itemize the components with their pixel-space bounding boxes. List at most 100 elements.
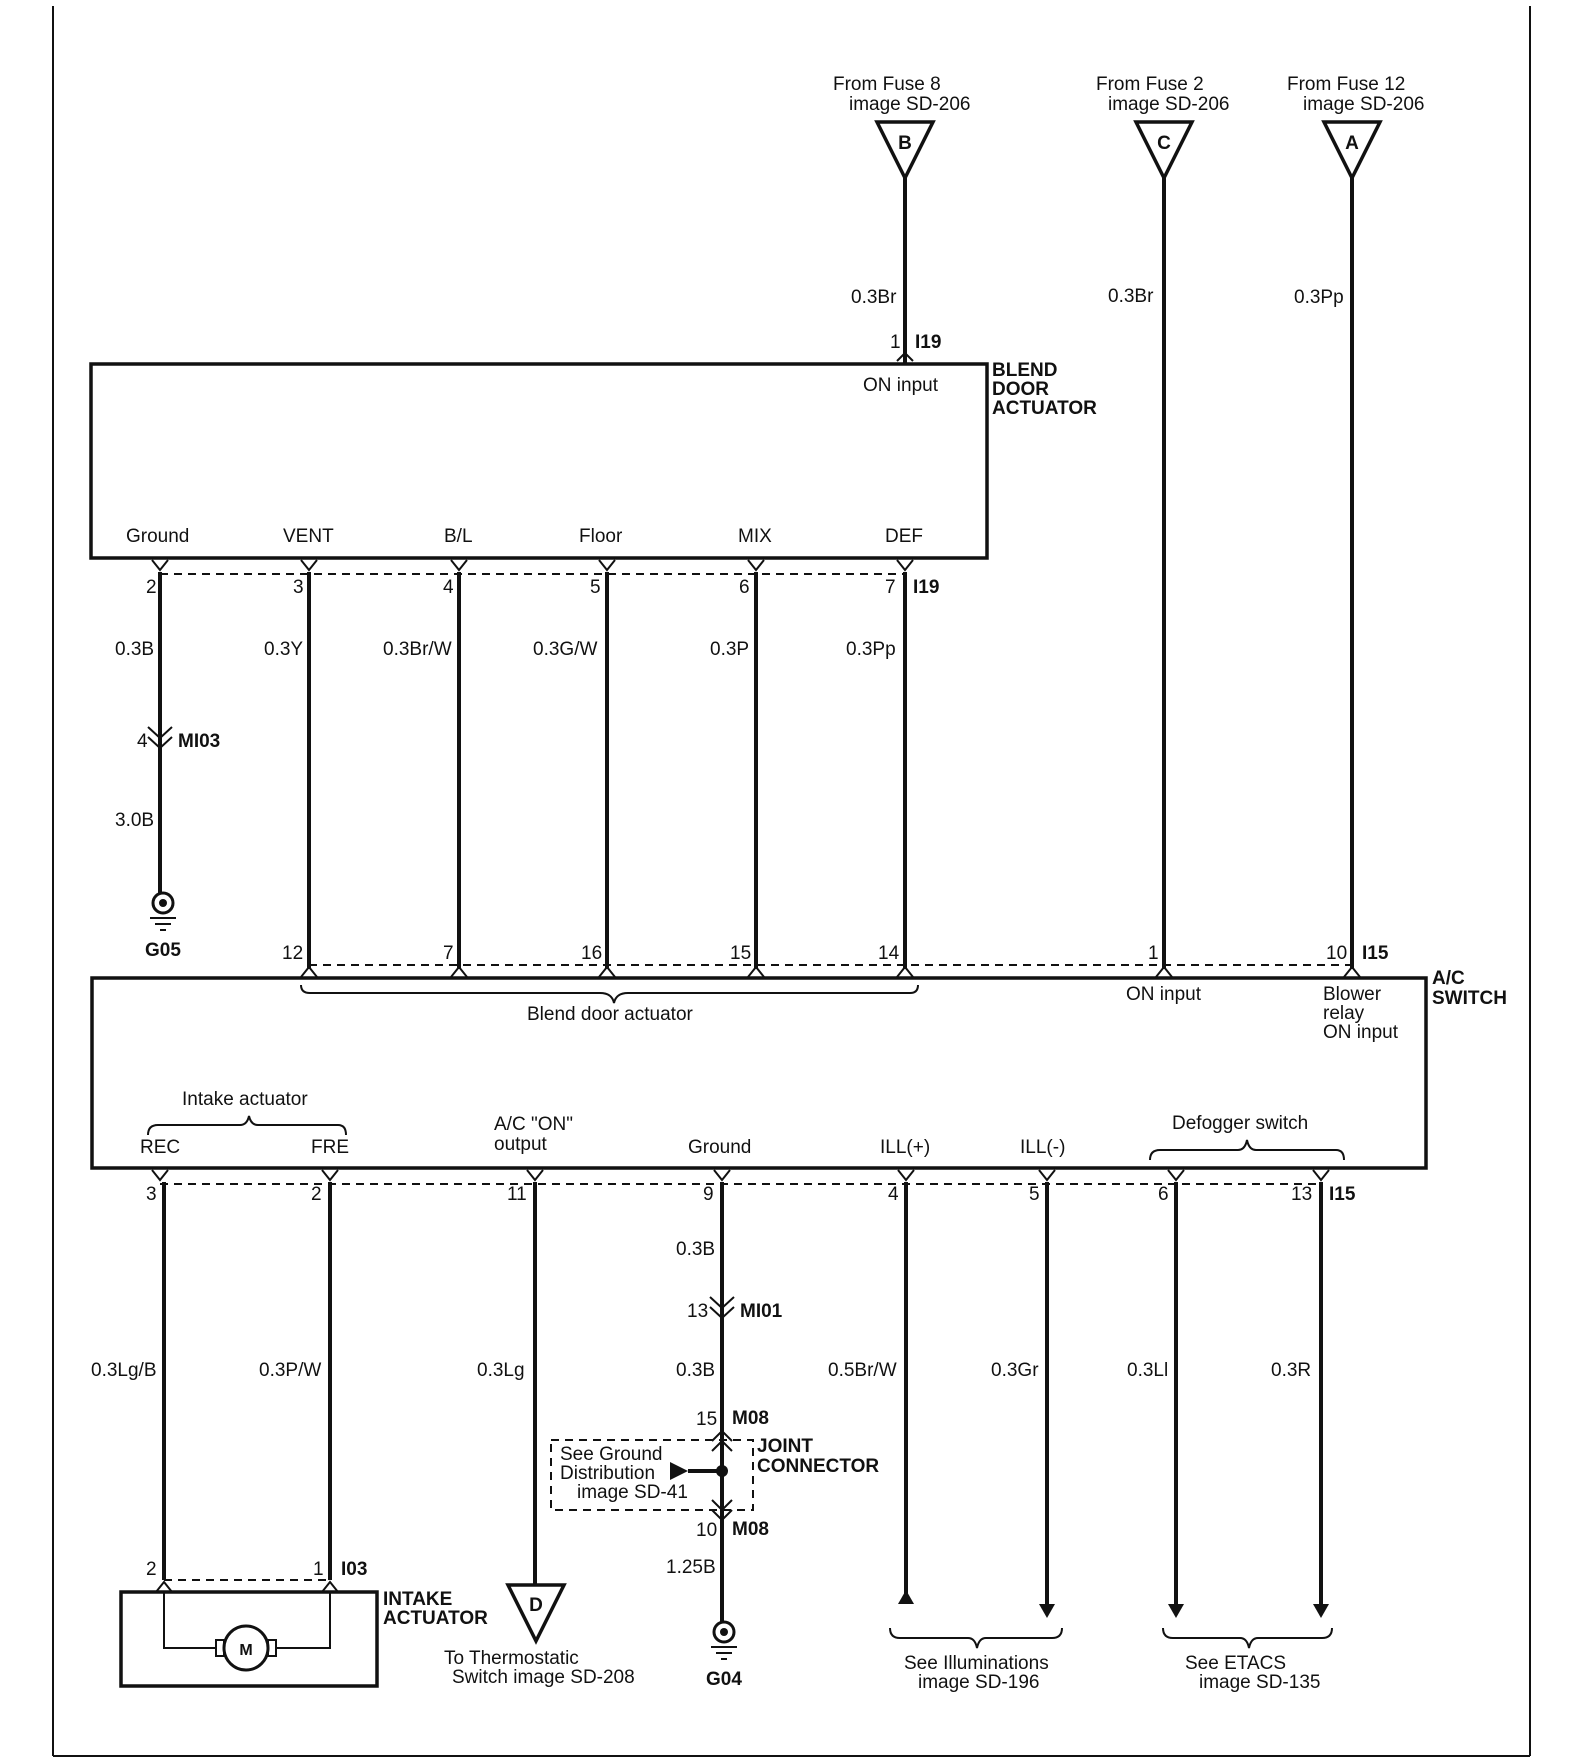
ac-pin-7-number: 7 bbox=[443, 943, 454, 964]
blend-group-label: Blend door actuator bbox=[527, 1004, 694, 1025]
illuminations-brace bbox=[889, 1627, 1063, 1649]
intake-group-label: Intake actuator bbox=[182, 1089, 308, 1110]
connector-d-label: D bbox=[529, 1595, 543, 1616]
mi01-connector-marker-2 bbox=[709, 1306, 735, 1320]
blend-pin-vent-label: VENT bbox=[283, 526, 334, 547]
wire-label-ill-minus: 0.3Gr bbox=[991, 1360, 1039, 1381]
thermostatic-label-2: Switch image SD-208 bbox=[452, 1667, 635, 1688]
blend-door-name-2: DOOR bbox=[992, 379, 1049, 400]
mi01-connector-marker bbox=[709, 1296, 735, 1310]
fuse-8-source: From Fuse 8 image SD-206 B bbox=[833, 74, 970, 182]
see-ground-label-2: Distribution bbox=[560, 1463, 655, 1484]
ac-pin-11-number: 11 bbox=[507, 1184, 527, 1205]
blend-pin-ground-label: Ground bbox=[126, 526, 189, 547]
mi03-connector-marker-2 bbox=[147, 736, 173, 750]
m08-top-pin-number: 15 bbox=[696, 1409, 717, 1430]
ill-minus-arrow-icon bbox=[1039, 1604, 1055, 1618]
intake-pin-1-number: 1 bbox=[313, 1559, 324, 1580]
ground-g04-icon bbox=[711, 1620, 737, 1660]
ac-pin-9-number: 9 bbox=[703, 1184, 714, 1205]
m08-bottom-pin-number: 10 bbox=[696, 1520, 717, 1541]
ground-distribution-arrow bbox=[670, 1462, 688, 1480]
connector-c-triangle bbox=[1133, 120, 1195, 182]
mi03-connector-label: MI03 bbox=[178, 731, 220, 752]
ac-pin-13-number: 13 bbox=[1291, 1184, 1312, 1205]
m08-top-label: M08 bbox=[732, 1408, 769, 1429]
m08-bottom-label: M08 bbox=[732, 1519, 769, 1540]
illuminations-label-1: See Illuminations bbox=[904, 1653, 1049, 1674]
ac-pin-16-number: 16 bbox=[581, 943, 602, 964]
ac-bottom-pin-markers bbox=[151, 1169, 1330, 1182]
blend-pin-7-number: 7 bbox=[885, 577, 896, 598]
motor-lead-right bbox=[276, 1592, 331, 1649]
blend-on-pin-marker bbox=[896, 351, 914, 362]
mi01-pin-number: 13 bbox=[687, 1301, 708, 1322]
wire-label-g04: 1.25B bbox=[666, 1557, 716, 1578]
etacs-label-1: See ETACS bbox=[1185, 1653, 1286, 1674]
wire-label-fuse12: 0.3Pp bbox=[1294, 287, 1344, 308]
ac-pin-12-number: 12 bbox=[282, 943, 303, 964]
blower-label-3: ON input bbox=[1323, 1022, 1399, 1043]
ac-switch-name-2: SWITCH bbox=[1432, 988, 1507, 1009]
blend-door-name-1: BLEND bbox=[992, 360, 1057, 381]
joint-label-1: JOINT bbox=[757, 1436, 813, 1457]
ac-on-output-label-1: A/C "ON" bbox=[494, 1114, 573, 1135]
ac-on-output-label-2: output bbox=[494, 1134, 548, 1155]
ill-plus-arrow-icon bbox=[898, 1590, 914, 1604]
wire-label-mix: 0.3P bbox=[710, 639, 749, 660]
m08-bottom-marker-2 bbox=[711, 1509, 733, 1522]
blend-pin-markers bbox=[151, 559, 914, 572]
ac-pin-2-number: 2 bbox=[311, 1184, 322, 1205]
m08-bottom-marker bbox=[711, 1499, 733, 1512]
blend-pin-floor-label: Floor bbox=[579, 526, 623, 547]
ac-rec-label: REC bbox=[140, 1137, 180, 1158]
thermostatic-label-1: To Thermostatic bbox=[444, 1648, 579, 1669]
blend-door-actuator-box bbox=[89, 362, 989, 560]
wire-label-fre: 0.3P/W bbox=[259, 1360, 321, 1381]
motor-lead-left bbox=[163, 1592, 216, 1649]
ac-pin-15-number: 15 bbox=[730, 943, 751, 964]
blend-pin-mix-label: MIX bbox=[738, 526, 772, 547]
blower-label-1: Blower bbox=[1323, 984, 1382, 1005]
ac-fre-label: FRE bbox=[311, 1137, 349, 1158]
ac-switch-name-1: A/C bbox=[1432, 968, 1465, 989]
fuse-12-source: From Fuse 12 image SD-206 A bbox=[1287, 74, 1424, 182]
blend-pin-4-number: 4 bbox=[443, 577, 454, 598]
etacs-label-2: image SD-135 bbox=[1199, 1672, 1320, 1693]
m08-top-marker bbox=[711, 1429, 733, 1442]
illuminations-label-2: image SD-196 bbox=[918, 1672, 1039, 1693]
blend-group-brace bbox=[300, 984, 919, 1004]
motor-icon bbox=[215, 1624, 277, 1672]
wire-label-blend-ground: 0.3B bbox=[115, 639, 154, 660]
ac-ill-minus-label: ILL(-) bbox=[1020, 1137, 1065, 1158]
blend-on-pin-number: 1 bbox=[890, 332, 901, 353]
blend-pin-6-number: 6 bbox=[739, 577, 750, 598]
intake-actuator-name-1: INTAKE bbox=[383, 1589, 452, 1610]
ac-pin-10-number: 10 bbox=[1326, 943, 1347, 964]
wire-label-def: 0.3Pp bbox=[846, 639, 896, 660]
connector-b-triangle bbox=[874, 120, 936, 182]
motor-label: M bbox=[239, 1642, 252, 1659]
connector-a-label: A bbox=[1345, 133, 1359, 154]
blend-on-input-label: ON input bbox=[863, 375, 939, 396]
see-ground-label-3: image SD-41 bbox=[577, 1482, 688, 1503]
defogger-group-brace bbox=[1149, 1139, 1345, 1161]
wire-label-mi01-m08: 0.3B bbox=[676, 1360, 715, 1381]
mi01-connector-label: MI01 bbox=[740, 1301, 783, 1322]
blend-door-name-3: ACTUATOR bbox=[992, 398, 1097, 419]
blend-connector-top-label: I19 bbox=[915, 332, 941, 353]
fuse-2-label: From Fuse 2 bbox=[1096, 74, 1204, 95]
ac-connector-top-label: I15 bbox=[1362, 943, 1389, 964]
blend-pin-def-label: DEF bbox=[885, 526, 923, 547]
wire-label-ac-on: 0.3Lg bbox=[477, 1360, 525, 1381]
blend-pin-2-number: 2 bbox=[146, 577, 157, 598]
fuse-8-label: From Fuse 8 bbox=[833, 74, 941, 95]
ac-ground-label: Ground bbox=[688, 1137, 751, 1158]
joint-label-2: CONNECTOR bbox=[757, 1456, 879, 1477]
fuse-12-image-label: image SD-206 bbox=[1303, 94, 1424, 115]
ac-pin-6-number: 6 bbox=[1158, 1184, 1169, 1205]
ac-top-pin-markers bbox=[300, 965, 1361, 978]
intake-group-brace bbox=[147, 1115, 347, 1136]
blend-pin-3-number: 3 bbox=[293, 577, 304, 598]
intake-connector-label: I03 bbox=[341, 1559, 367, 1580]
